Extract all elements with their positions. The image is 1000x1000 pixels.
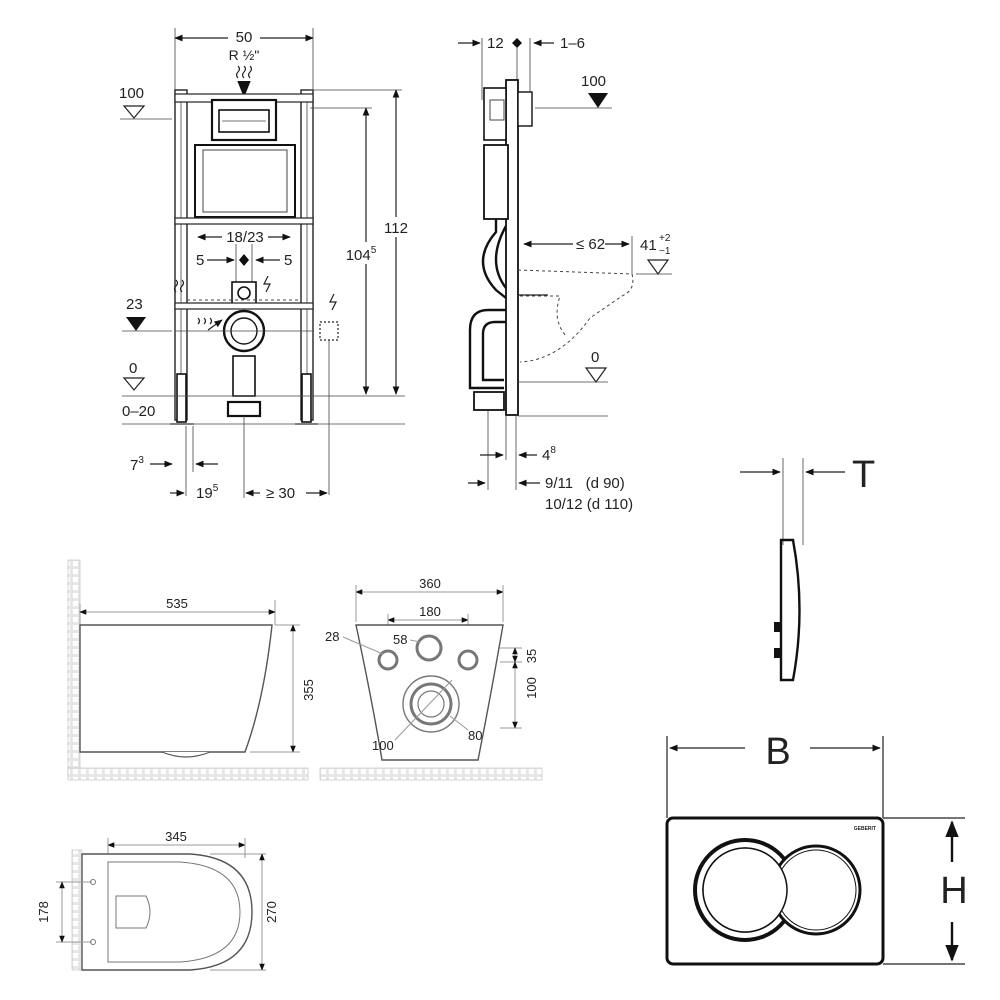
top-length-label: 345 xyxy=(165,829,187,844)
back-width-label: 360 xyxy=(419,576,441,591)
water-inlet-icon xyxy=(173,279,185,293)
frame-width-label: 50 xyxy=(236,29,253,46)
width-b-label: B xyxy=(765,731,790,773)
pipe-d90-label: 9/11 (d 90) xyxy=(545,475,625,492)
foot-offset-label: 73 xyxy=(130,455,144,474)
bowl-tolerance-plus: +2 xyxy=(659,233,671,244)
total-height-label: 112 xyxy=(384,220,408,237)
outlet-inner-label: 80 xyxy=(468,728,482,743)
inlet-dia-label: 58 xyxy=(393,632,407,647)
side-offset-label: 48 xyxy=(542,445,556,464)
frame-side-view: 12 1–6 100 ≤ 62 41 +2 −1 xyxy=(458,35,672,513)
drain-flow-icon xyxy=(197,317,213,325)
inner-height-label: 1045 xyxy=(346,245,377,264)
side-floor-marker-icon xyxy=(584,367,608,384)
flush-plate-front-view: B GEBERIT H xyxy=(665,731,968,966)
depth-label: 12 xyxy=(487,35,504,52)
side-center-mark-icon xyxy=(512,38,522,48)
thickness-label: T xyxy=(852,454,875,496)
water-supply-icon xyxy=(235,65,253,79)
level-marker-icon xyxy=(122,105,146,119)
pipe-d110-label: 10/12 (d 110) xyxy=(545,496,633,513)
side-level-floor-label: 0 xyxy=(591,349,599,366)
bowl-top-view: 345 178 270 xyxy=(36,829,279,971)
bowl-height-value: 355 xyxy=(301,679,316,701)
bowl-back-view: 360 180 28 58 35 100 100 80 xyxy=(319,576,543,781)
bowl-level-marker-icon xyxy=(646,259,670,276)
top-offset-label: 35 xyxy=(524,649,539,663)
bolt-dia-label: 28 xyxy=(325,629,339,644)
adjust-label: 1–6 xyxy=(560,35,585,52)
side-level-marker-icon xyxy=(588,93,608,108)
bolt-span-label: 180 xyxy=(419,604,441,619)
height-h-label: H xyxy=(940,870,967,912)
bowl-length-label: 535 xyxy=(166,596,188,611)
top-bolt-span-label: 178 xyxy=(36,901,51,923)
level-top-label: 100 xyxy=(119,85,144,102)
side-level-top-label: 100 xyxy=(581,73,606,90)
bowl-side-view: 535 355 xyxy=(67,559,316,781)
axis-offset-label: 195 xyxy=(196,483,219,502)
bowl-tolerance-minus: −1 xyxy=(659,246,671,257)
offset-left-label: 5 xyxy=(196,252,204,269)
outlet-dia-label: 100 xyxy=(372,738,394,753)
socket-min-label: ≥ 30 xyxy=(266,485,295,502)
bowl-max-label: ≤ 62 xyxy=(576,236,605,253)
floor-range-label: 0–20 xyxy=(122,403,155,420)
level-mid-label: 23 xyxy=(126,296,143,313)
top-width-label: 270 xyxy=(264,901,279,923)
pipe-size-label: R ½" xyxy=(229,47,260,63)
electric-icon xyxy=(263,275,271,293)
center-mark-icon xyxy=(239,254,249,266)
frame-front-view: 50 R ½" 100 18/23 5 5 xyxy=(119,28,410,502)
brand-mark: GEBERIT xyxy=(854,826,876,832)
level-floor-marker-icon xyxy=(122,377,146,391)
level-floor-label: 0 xyxy=(129,360,137,377)
bowl-height-label: 41 xyxy=(640,237,657,254)
socket-electric-icon xyxy=(329,293,337,311)
offset-right-label: 5 xyxy=(284,252,292,269)
flush-spacing-label: 18/23 xyxy=(226,229,264,246)
level-marker-filled-icon xyxy=(126,317,146,331)
vertical-span-label: 100 xyxy=(524,677,539,699)
flush-plate-side-view: T xyxy=(740,454,875,682)
